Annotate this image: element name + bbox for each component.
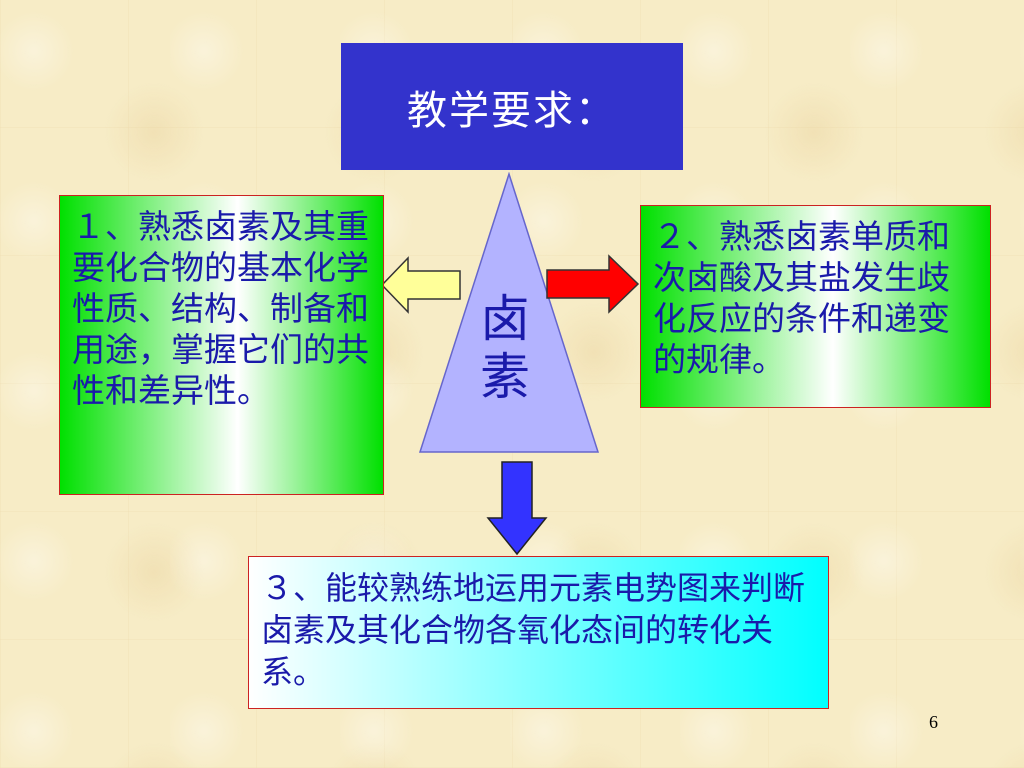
requirement-1-box: １、熟悉卤素及其重要化合物的基本化学性质、结构、制备和用途，掌握它们的共性和差异… [59,195,384,495]
requirement-2-text: ２、熟悉卤素单质和次卤酸及其盐发生歧化反应的条件和递变的规律。 [653,217,950,379]
page-number: 6 [929,712,938,732]
title-box: 教学要求： [341,43,683,170]
center-label: 卤素 [480,290,530,406]
requirement-1-text: １、熟悉卤素及其重要化合物的基本化学性质、结构、制备和用途，掌握它们的共性和差异… [72,207,369,410]
slide-title: 教学要求： [407,87,617,134]
right-arrow-icon [546,254,640,314]
requirement-3-text: ３、能较熟练地运用元素电势图来判断卤素及其化合物各氧化态间的转化关系。 [261,569,806,691]
center-triangle [418,172,600,453]
requirement-3-box: ３、能较熟练地运用元素电势图来判断卤素及其化合物各氧化态间的转化关系。 [248,556,829,709]
requirement-2-box: ２、熟悉卤素单质和次卤酸及其盐发生歧化反应的条件和递变的规律。 [640,205,991,408]
left-arrow-icon [380,256,461,314]
down-arrow-icon [486,461,548,556]
